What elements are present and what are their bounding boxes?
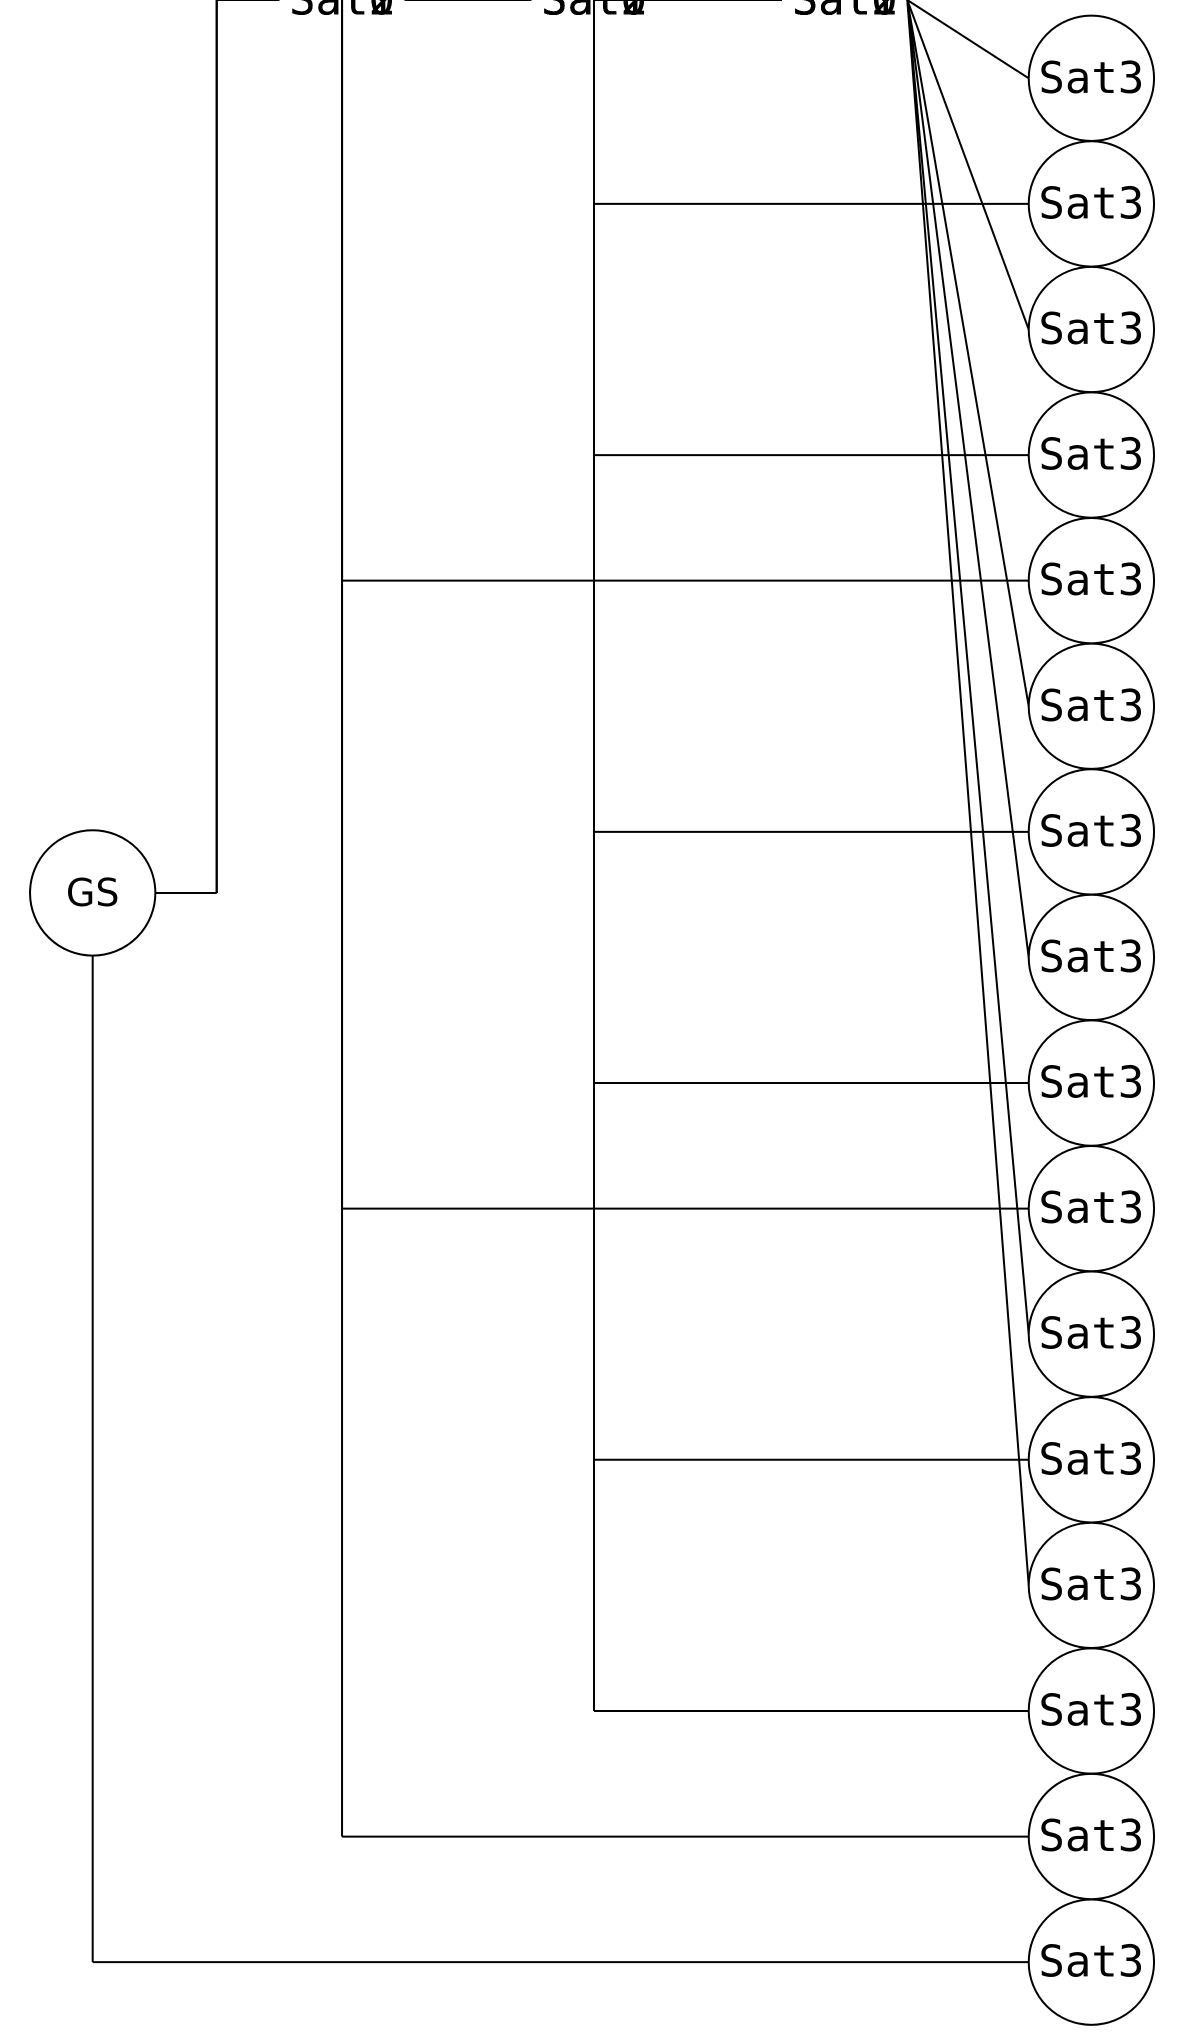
leaf-node-label: Sat3 <box>1038 806 1144 857</box>
node-label-sat2: Sat2 <box>541 0 647 26</box>
node-label-sat1: Sat1 <box>289 0 395 26</box>
node-label-sat0: Sat0 <box>541 0 647 26</box>
leaf-node-circle <box>1027 1898 1156 2026</box>
tree-edges <box>91 0 1030 1964</box>
leaf-node-label: Sat3 <box>1038 304 1144 355</box>
leaf-node-label: Sat3 <box>1038 932 1144 983</box>
root-node-circle <box>29 829 157 957</box>
leaf-edge <box>906 0 1030 80</box>
node-label-sat2: Sat2 <box>792 0 898 26</box>
leaf-node-label: Sat3 <box>1038 555 1144 606</box>
leaf-edge <box>906 0 1030 1586</box>
leaf-node-label: Sat3 <box>1038 430 1144 481</box>
node-label-sat2: Sat2 <box>541 0 647 26</box>
node-label-sat0: Sat0 <box>792 0 898 26</box>
node-label-sat1: Sat1 <box>792 0 898 26</box>
leaf-node-label: Sat3 <box>1038 1811 1144 1862</box>
leaf-node-label: Sat3 <box>1038 1560 1144 1611</box>
node-label-sat1: Sat1 <box>541 0 647 26</box>
node-label-sat2: Sat2 <box>792 0 898 26</box>
leaf-node-label: Sat3 <box>1038 1183 1144 1234</box>
leaf-node-label: Sat3 <box>1038 178 1144 229</box>
node-label-sat0: Sat0 <box>541 0 647 26</box>
leaf-node-label: Sat3 <box>1038 1937 1144 1988</box>
node-label-sat0: Sat0 <box>792 0 898 26</box>
root-node-label: GS <box>66 871 120 915</box>
leaf-edge <box>906 0 1030 958</box>
leaf-node-label: Sat3 <box>1038 1685 1144 1736</box>
leaf-edge <box>906 0 1030 707</box>
leaf-node-label: Sat3 <box>1038 681 1144 732</box>
leaf-node-label: Sat3 <box>1038 1434 1144 1485</box>
leaf-edge <box>906 0 1030 1335</box>
node-label-sat0: Sat0 <box>289 0 395 26</box>
node-label-sat2: Sat2 <box>289 0 395 26</box>
leaf-node-label: Sat3 <box>1038 53 1144 104</box>
leaf-node-label: Sat3 <box>1038 1309 1144 1360</box>
leaf-edge <box>906 0 1030 330</box>
node-label-sat1: Sat1 <box>792 0 898 26</box>
leaf-node-label: Sat3 <box>1038 1058 1144 1109</box>
node-label-sat1: Sat1 <box>541 0 647 26</box>
